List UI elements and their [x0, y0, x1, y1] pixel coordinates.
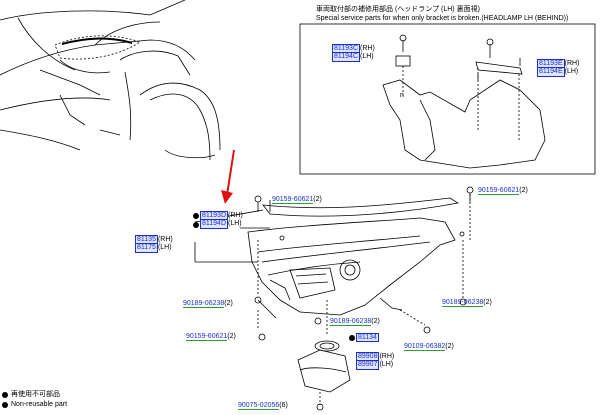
bolt-top-right-label: 90159-60621(2) — [478, 187, 528, 195]
part-90159-60621-link[interactable]: 90159-60621 — [186, 333, 228, 341]
legend-dot-icon — [2, 392, 8, 398]
part-90189-06238-link[interactable]: 90189-06238 — [183, 300, 225, 308]
part-81194d-link[interactable]: 81194D — [199, 219, 229, 229]
bolt-bottom-right-label: 90109-06382(2) — [404, 343, 454, 351]
legend-dot-icon — [2, 402, 8, 408]
part-90159-60621-link[interactable]: 90159-60621 — [272, 196, 314, 204]
non-reusable-dot — [193, 213, 199, 219]
non-reusable-dot — [349, 335, 355, 341]
gasket-label: 81134 — [356, 333, 379, 342]
screw-center-label: 90189-06238(2) — [330, 318, 380, 326]
legend-en: Non-reusable part — [11, 401, 68, 408]
small-n-label: n — [400, 92, 404, 99]
clip-bottom-label: 90075-02056(6) — [238, 402, 288, 410]
bulb-unit-label: 89908(RH) 89907(LH) — [355, 352, 395, 370]
screw-left-label: 90189-06238(2) — [183, 300, 233, 308]
bolt-bottom-left-label: 90159-60621(2) — [186, 333, 236, 341]
part-81135-link[interactable]: 81135 — [135, 235, 158, 245]
screw-right-label: 90189-06238(2) — [442, 299, 492, 307]
headlamp-label: 81135(RH) 81175(LH) — [135, 235, 173, 253]
part-81134-link[interactable]: 81134 — [356, 333, 379, 342]
part-81193c-link[interactable]: 81193C — [331, 44, 361, 54]
part-81194c-link[interactable]: 81194C — [331, 52, 361, 62]
note-jp: 車両取付部の補修用部品 (ヘッドランプ (LH) 裏面視) — [316, 6, 480, 13]
bracket-c-label: 81193D(RH) 81194D(LH) — [199, 211, 243, 229]
part-90075-02056-link[interactable]: 90075-02056 — [238, 402, 280, 410]
part-89907-link[interactable]: 89907 — [355, 360, 380, 370]
note-en: Special service parts for when only brac… — [316, 15, 569, 22]
bracket-a-label: 81193C(RH) 81194C(LH) — [331, 44, 375, 62]
part-81193d-link[interactable]: 81193D — [199, 211, 229, 221]
part-81193e-link[interactable]: 81193E — [537, 59, 565, 69]
part-90189-06238-link[interactable]: 90189-06238 — [330, 318, 372, 326]
part-90109-06382-link[interactable]: 90109-06382 — [404, 343, 446, 351]
bracket-b-label: 81193E(RH) 81194E(LH) — [537, 59, 580, 77]
part-81194e-link[interactable]: 81194E — [537, 67, 565, 77]
non-reusable-dot — [193, 222, 199, 228]
legend-jp: 再使用不可部品 — [11, 391, 60, 398]
part-90189-06238-link[interactable]: 90189-06238 — [442, 299, 484, 307]
part-81175-link[interactable]: 81175 — [135, 243, 158, 253]
part-89908-link[interactable]: 89908 — [355, 352, 380, 362]
part-90159-60621-link[interactable]: 90159-60621 — [478, 187, 520, 195]
bolt-top-left-label: 90159-60621(2) — [272, 196, 322, 204]
